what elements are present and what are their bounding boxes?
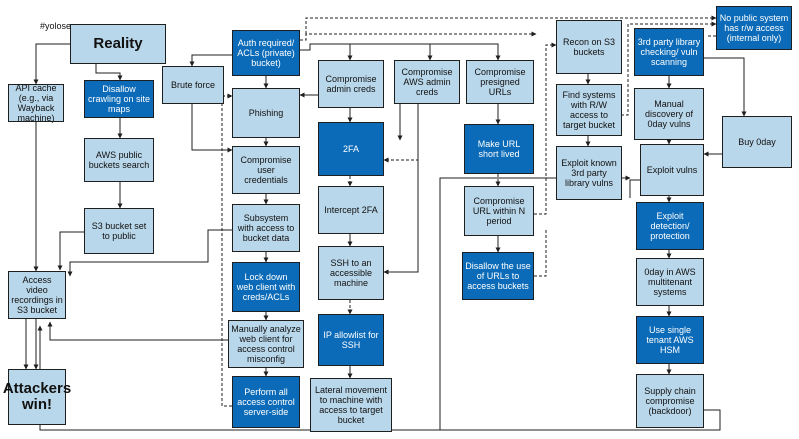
manual-analyze-node: Manually analyze web client for access c… — [228, 320, 304, 368]
perform-all-node: Perform all access control server-side — [232, 376, 300, 428]
lock-down-node: Lock down web client with creds/ACLs — [232, 262, 300, 312]
admin-creds-node: Compromise admin creds — [318, 60, 384, 108]
oday-aws-node: 0day in AWS multitenant systems — [636, 258, 704, 306]
lateral-movement-node: Lateral movement to machine with access … — [310, 378, 392, 432]
compromise-user-node: Compromise user credentials — [232, 146, 300, 194]
manual-discovery-node: Manual discovery of 0day vulns — [634, 88, 704, 140]
no-public-system-node: No public system has r/w access (interna… — [716, 6, 792, 50]
disallow-crawling-node: Disallow crawling on site maps — [84, 80, 154, 118]
aws-public-search-node: AWS public buckets search — [84, 138, 154, 182]
library-scanning-node: 3rd party library checking/ vuln scannin… — [634, 28, 704, 76]
ip-allowlist-node: IP allowlist for SSH — [318, 314, 384, 366]
exploit-vulns-node: Exploit vulns — [640, 144, 704, 196]
intercept-2fa-node: Intercept 2FA — [318, 186, 384, 234]
presigned-node: Compromise presigned URLs — [466, 60, 534, 104]
reality-node: Reality — [70, 24, 166, 64]
phishing-node: Phishing — [232, 88, 300, 138]
twofa-node: 2FA — [318, 122, 384, 176]
exploit-detection-node: Exploit detection/ protection — [636, 202, 704, 250]
find-systems-node: Find systems with R/W access to target b… — [556, 84, 622, 136]
compromise-url-node: Compromise URL within N period — [464, 186, 534, 236]
yolosec-tag: #yolosec — [40, 21, 76, 31]
brute-force-node: Brute force — [162, 66, 224, 104]
supply-chain-node: Supply chain compromise (backdoor) — [636, 374, 704, 428]
exploit-3rd-party-node: Exploit known 3rd party library vulns — [556, 146, 622, 200]
s3-public-node: S3 bucket set to public — [84, 208, 154, 254]
subsystem-node: Subsystem with access to bucket data — [232, 204, 300, 252]
api-cache-node: API cache (e.g., via Wayback machine) — [8, 83, 64, 123]
attackers-win-node: Attackers win! — [3, 369, 71, 425]
access-video-node: Access video recordings in S3 bucket — [8, 271, 66, 319]
aws-admin-node: Compromise AWS admin creds — [394, 60, 460, 104]
ssh-machine-node: SSH to an accessible machine — [318, 246, 384, 300]
auth-required-node: Auth required/ ACLs (private) bucket) — [232, 30, 300, 76]
short-lived-node: Make URL short lived — [464, 124, 534, 174]
disallow-urls-node: Disallow the use of URLs to access bucke… — [462, 252, 534, 300]
recon-s3-node: Recon on S3 buckets — [556, 20, 622, 74]
single-tenant-node: Use single tenant AWS HSM — [636, 316, 704, 364]
buy-0day-node: Buy 0day — [722, 116, 792, 168]
